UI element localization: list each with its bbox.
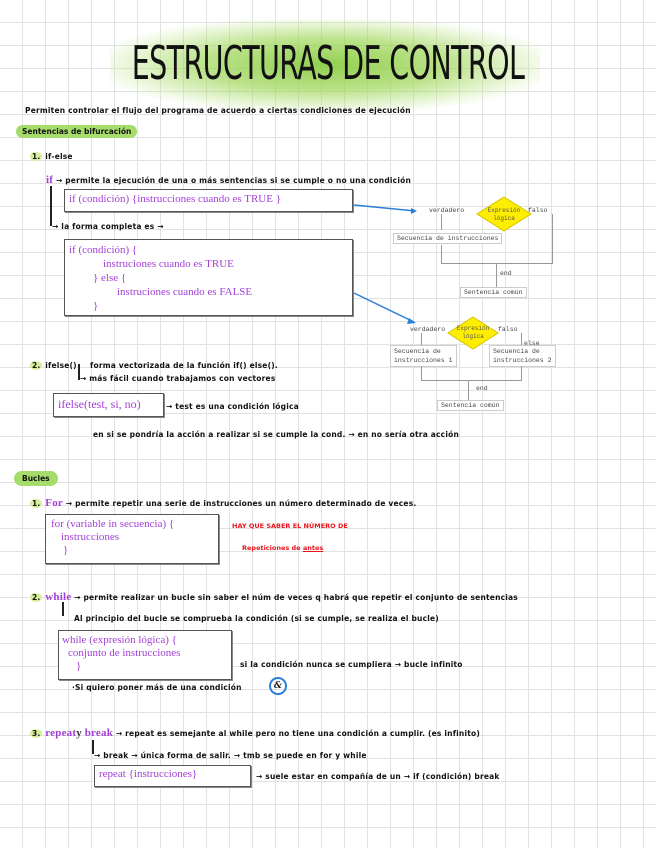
section-label-bucles: Bucles <box>14 471 58 486</box>
for-heading: 1. For → permite repetir una serie de in… <box>30 497 416 509</box>
for-keyword: For <box>45 497 63 509</box>
intro-text: Permiten controlar el flujo del programa… <box>25 106 411 115</box>
condition-text: Expresión lógica <box>456 325 490 340</box>
while-keyword: while <box>45 591 72 603</box>
condition-diamond-icon <box>447 316 499 350</box>
repeat-heading: 3. repeaty break → repeat es semejante a… <box>30 727 480 739</box>
for-warning-line1: HAY QUE SABER EL NÚMERO DE <box>232 522 348 530</box>
code-line: for (variable in secuencia) { <box>51 518 175 530</box>
ifelse-code-note: → test es una condición lógica <box>166 402 299 411</box>
code-repeat: repeat {instrucciones} <box>99 768 198 780</box>
item-if-else-heading: 1. if-else <box>30 152 73 161</box>
complete-form-note: → la forma completa es → <box>52 222 164 231</box>
bracket-line <box>50 186 52 226</box>
code-box-for: for (variable in secuencia) { instruccio… <box>45 514 219 564</box>
while-infinite-note: si la condición nunca se cumpliera → buc… <box>240 660 463 669</box>
bracket-line <box>62 602 64 616</box>
ampersand-icon: & <box>269 677 287 695</box>
flowchart-true-label: verdadero <box>429 207 465 214</box>
code-line: } else { <box>93 272 127 284</box>
repeat-code-note: → suele estar en compañía de un → if (co… <box>256 772 500 781</box>
item-heading: ifelse() <box>45 361 77 370</box>
item-number: 2. <box>30 593 43 602</box>
item-number: 1. <box>30 499 43 508</box>
ifelse-explanation: en si se pondría la acción a realizar si… <box>93 430 459 439</box>
repeat-description: → repeat es semejante al while pero no t… <box>115 729 481 738</box>
repeat-connector: y <box>76 727 82 739</box>
while-note: Al principio del bucle se comprueba la c… <box>74 614 439 623</box>
code-box-repeat: repeat {instrucciones} <box>94 765 251 787</box>
code-line: } <box>93 300 99 312</box>
if-description-text: → permite la ejecución de una o más sent… <box>55 176 411 185</box>
flowchart-common-box: Sentencia común <box>437 400 504 411</box>
item-number: 1. <box>30 152 43 161</box>
code-box-while: while (expresión lógica) { conjunto de i… <box>58 630 232 680</box>
item-number: 2. <box>30 361 43 370</box>
arrow-to-flowchart-if <box>353 204 416 212</box>
code-line: } <box>63 544 69 556</box>
while-description: → permite realizar un bucle sin saber el… <box>74 593 518 602</box>
code-line: instruciones cuando es FALSE <box>117 286 253 298</box>
bracket-line <box>78 364 80 380</box>
flowchart-false-label: falso <box>498 326 518 333</box>
condition-diamond-icon <box>476 196 532 232</box>
flowchart-sequence2-box: Secuencia de instrucciones 2 <box>489 345 556 367</box>
if-keyword: if <box>46 174 54 186</box>
code-if-short: if (condición) {instrucciones cuando es … <box>69 193 281 205</box>
code-box-if-short: if (condición) {instrucciones cuando es … <box>64 189 353 212</box>
arrow-to-flowchart-ifelse <box>353 292 415 323</box>
item-number: 3. <box>30 729 43 738</box>
flowchart-common-box: Sentencia común <box>460 287 527 298</box>
while-heading: 2. while → permite realizar un bucle sin… <box>30 591 518 603</box>
for-warning-line2: Repeticiones de antes <box>242 544 324 552</box>
flowchart-true-label: verdadero <box>410 326 446 333</box>
repeat-keyword: repeat <box>45 727 77 739</box>
flowchart-false-label: falso <box>528 207 548 214</box>
code-line: conjunto de instrucciones <box>68 647 181 659</box>
item-heading: if-else <box>45 152 73 161</box>
ifelse-note-2: → más fácil cuando trabajamos con vector… <box>80 374 276 383</box>
bracket-line <box>92 740 94 754</box>
page-title: ESTRUCTURAS DE CONTROL <box>131 36 525 90</box>
code-line: instruciones cuando es TRUE <box>103 258 234 270</box>
flowchart-sequence-box: Secuencia de instrucciones <box>393 233 503 244</box>
code-box-if-full: if (condición) { instruciones cuando es … <box>64 239 353 316</box>
flowchart-end-label: end <box>500 270 512 277</box>
title-highlight <box>110 20 540 110</box>
condition-text: Expresión lógica <box>487 207 521 222</box>
break-keyword: break <box>84 727 114 739</box>
code-box-ifelse: ifelse(test, si, no) <box>53 393 164 417</box>
ifelse-note-1: forma vectorizada de la función if() els… <box>90 361 278 370</box>
section-label-bifurcacion: Sentencias de bifurcación <box>16 125 138 138</box>
code-line: instrucciones <box>61 531 120 543</box>
flowchart-sequence1-box: Secuencia de instrucciones 1 <box>390 345 457 367</box>
code-line: if (condición) { <box>69 244 138 256</box>
break-note: → break → única forma de salir. → tmb se… <box>94 751 367 760</box>
code-line: while (expresión lógica) { <box>62 634 177 646</box>
item-ifelse-heading: 2. ifelse() <box>30 361 77 370</box>
while-multi-condition-note: ·Si quiero poner más de una condición <box>72 683 242 692</box>
if-description: if → permite la ejecución de una o más s… <box>46 174 411 186</box>
code-line: } <box>76 660 82 672</box>
flowchart-else-label: else <box>524 340 540 347</box>
flowchart-end-label: end <box>476 385 488 392</box>
code-ifelse: ifelse(test, si, no) <box>58 397 141 411</box>
for-description: → permite repetir una serie de instrucci… <box>65 499 417 508</box>
